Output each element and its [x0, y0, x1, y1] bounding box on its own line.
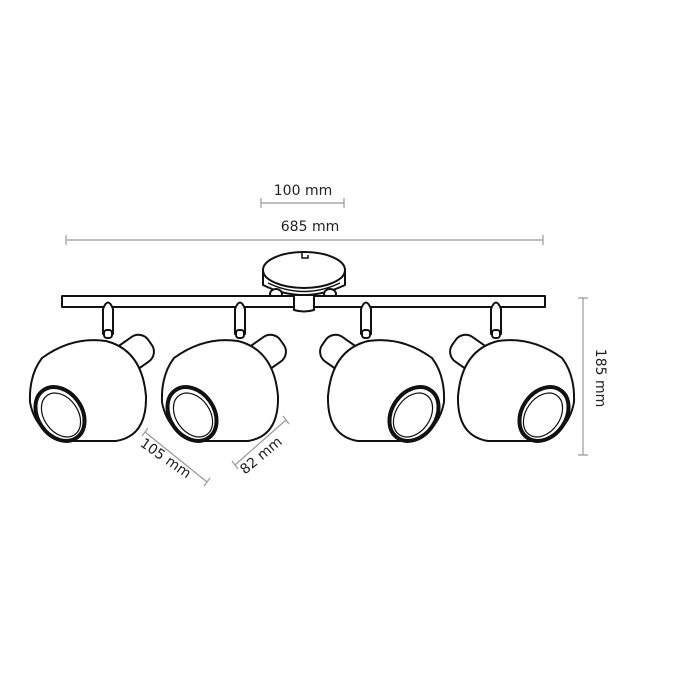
height-label: 185 mm [592, 349, 608, 407]
spotlight-3 [313, 300, 451, 453]
ceiling-canopy [262, 251, 346, 300]
mounting-bar [61, 295, 546, 313]
spotlight-4 [443, 300, 581, 453]
dimension-height: 185 mm [578, 297, 608, 456]
dimension-canopy-width: 100 mm [260, 183, 345, 208]
spotlight-1 [23, 300, 161, 453]
spotlight-2 [155, 300, 293, 453]
canopy-width-label: 100 mm [274, 183, 332, 199]
dimension-total-length: 685 mm [65, 219, 544, 245]
shade-length-label: 105 mm [137, 435, 194, 482]
total-length-label: 685 mm [281, 219, 339, 235]
